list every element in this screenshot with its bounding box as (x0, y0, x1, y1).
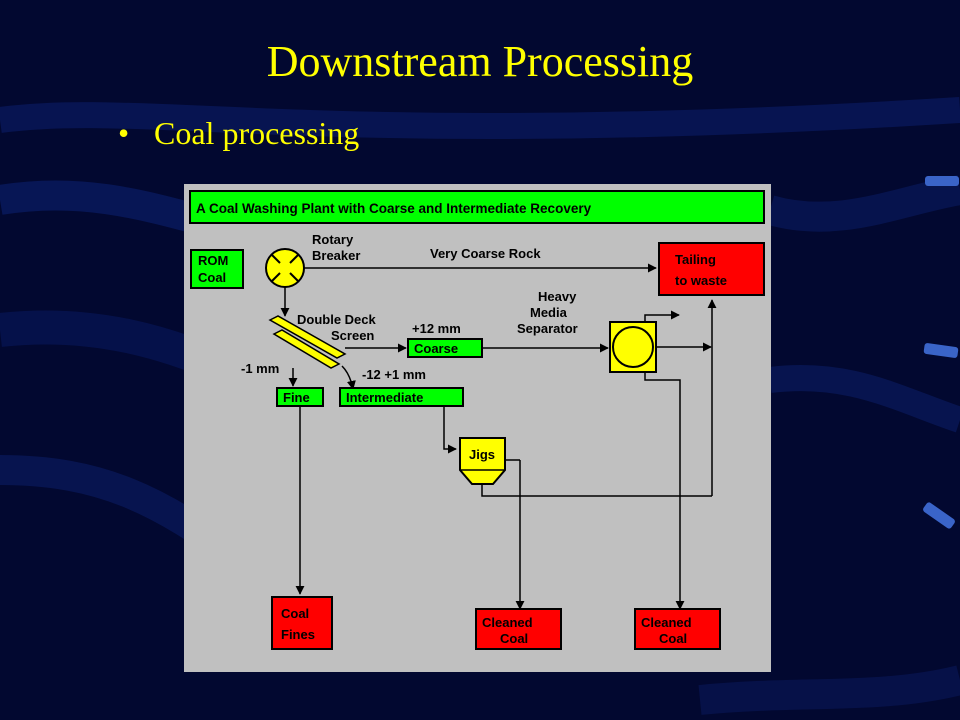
rotary-breaker-label-1: Rotary (312, 232, 354, 247)
cleaned-coal-box-1 (475, 608, 562, 650)
minus-12-plus-1mm-label: -12 +1 mm (362, 367, 426, 382)
rotary-breaker-label-2: Breaker (312, 248, 360, 263)
tailing-label-2: to waste (675, 273, 727, 288)
tailing-box (658, 242, 765, 296)
screen-label-2: Screen (331, 328, 374, 343)
jigs-icon (459, 437, 506, 485)
coal-fines-box (271, 596, 333, 650)
screen-label-1: Double Deck (297, 312, 377, 327)
bullet-text: Coal processing (154, 115, 360, 151)
cleaned-coal-1-label-2: Coal (500, 631, 528, 646)
bullet-dot: • (118, 115, 130, 151)
coal-washing-diagram: A Coal Washing Plant with Coarse and Int… (184, 184, 771, 672)
cleaned-coal-2-label-1: Cleaned (641, 615, 692, 630)
bullet-item: • Coal processing (118, 115, 359, 152)
rom-coal-label-1: ROM (198, 253, 228, 268)
cleaned-coal-1-label-1: Cleaned (482, 615, 533, 630)
rom-coal-box (190, 249, 244, 289)
very-coarse-rock-label: Very Coarse Rock (430, 246, 541, 261)
double-deck-screen-icon (268, 315, 347, 369)
cleaned-coal-2-label-2: Coal (659, 631, 687, 646)
hms-label-3: Separator (517, 321, 578, 336)
jigs-label: Jigs (469, 447, 495, 462)
decorative-stripe (925, 176, 959, 186)
slide-title: Downstream Processing (266, 37, 694, 86)
coal-fines-label-2: Fines (281, 627, 315, 642)
rotary-breaker-icon (265, 248, 305, 288)
minus-1mm-label: -1 mm (241, 361, 279, 376)
coarse-label: Coarse (414, 341, 458, 356)
heavy-media-separator-icon (609, 321, 657, 373)
rom-coal-label-2: Coal (198, 270, 226, 285)
intermediate-label: Intermediate (346, 390, 423, 405)
hms-label-2: Media (530, 305, 568, 320)
diagram-header: A Coal Washing Plant with Coarse and Int… (196, 201, 592, 216)
hms-label-1: Heavy (538, 289, 577, 304)
coal-fines-label-1: Coal (281, 606, 309, 621)
fine-label: Fine (283, 390, 310, 405)
intermediate-box (339, 387, 464, 407)
tailing-label-1: Tailing (675, 252, 716, 267)
plus-12mm-label: +12 mm (412, 321, 461, 336)
diagram-header-box (189, 190, 765, 224)
cleaned-coal-box-2 (634, 608, 721, 650)
